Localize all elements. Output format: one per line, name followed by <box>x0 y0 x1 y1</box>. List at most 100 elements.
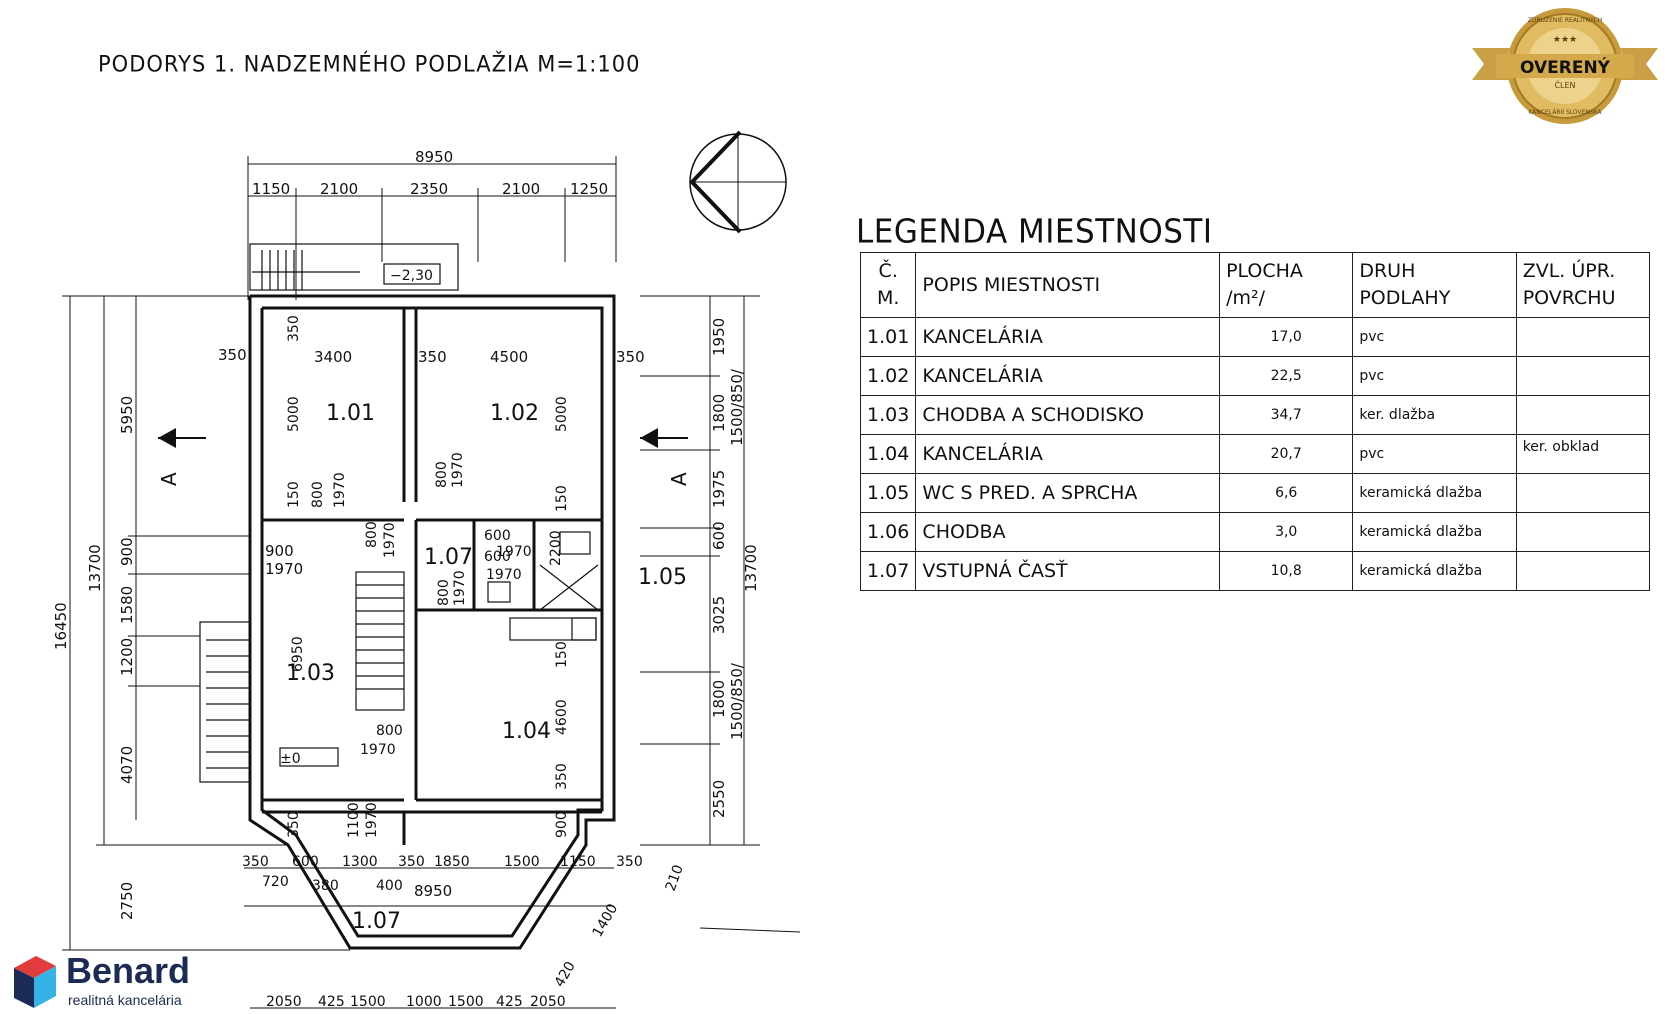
dim-inner: 4600 <box>554 699 570 735</box>
badge-main: OVERENÝ <box>1520 56 1611 78</box>
dim-top-2: 2100 <box>320 180 358 198</box>
level-top: −2,30 <box>390 268 433 284</box>
cell: KANCELÁRIA <box>915 317 1221 357</box>
dim-bottom: 210 <box>663 863 687 894</box>
room-1-04: 1.04 <box>502 719 551 744</box>
room-1-05: 1.05 <box>638 565 687 590</box>
dim-inner: 800 <box>436 579 452 606</box>
brand-tagline: realitná kancelária <box>68 992 182 1008</box>
cell <box>1515 551 1651 591</box>
benard-logo: Benard realitná kancelária <box>8 950 208 1012</box>
cell: ker. dlažba <box>1352 395 1517 435</box>
dim-right: 1800 <box>710 394 728 432</box>
cell: 1.02 <box>859 356 917 396</box>
cell: KANCELÁRIA <box>915 356 1221 396</box>
dim-right: 1975 <box>710 470 728 508</box>
cell: KANCELÁRIA <box>915 434 1221 474</box>
cell: 1.04 <box>859 434 917 474</box>
dim-inner: 900 <box>554 811 570 838</box>
cell: 17,0 <box>1219 317 1354 357</box>
dim-inner: 350 <box>286 315 302 342</box>
dim-inner: 5000 <box>554 396 570 432</box>
section-mark-left: A <box>157 472 181 486</box>
dim-inner: 150 <box>554 485 570 512</box>
dim-base: 425 <box>496 994 523 1010</box>
cell <box>1515 473 1651 513</box>
dim-bottom: 720 <box>262 874 289 890</box>
cell: 10,8 <box>1219 551 1354 591</box>
dim-inner: 6950 <box>290 636 306 672</box>
col-area: PLOCHA /m²/ <box>1219 252 1354 318</box>
dim-inner: 1970 <box>382 522 398 558</box>
dim-inner: 350 <box>286 811 302 838</box>
dim-bottom: 600 <box>292 854 319 870</box>
dim-inner: 350 <box>616 348 645 366</box>
dim-left: 900 <box>118 537 136 566</box>
dim-top-1: 1150 <box>252 180 290 198</box>
cell: 1.01 <box>859 317 917 357</box>
dim-bottom: 1500 <box>504 854 540 870</box>
dim-right: 3025 <box>710 596 728 634</box>
dim-bottom: 380 <box>312 878 339 894</box>
dim-base: 1000 <box>406 994 442 1010</box>
cell: 1.05 <box>859 473 917 513</box>
benard-cube-icon <box>14 956 56 1008</box>
dim-right: 13700 <box>742 544 760 592</box>
dim-top-5: 1250 <box>570 180 608 198</box>
plan-title: PODORYS 1. NADZEMNÉHO PODLAŽIA M=1:100 <box>98 51 641 77</box>
dim-right: 600 <box>710 521 728 550</box>
dim-inner: 800 <box>364 521 380 548</box>
dim-inner: 350 <box>554 763 570 790</box>
dim-bottom: 1150 <box>560 854 596 870</box>
dim-base: 1500 <box>350 994 386 1010</box>
room-1-03: 1.03 <box>286 661 335 686</box>
dim-inner: 4500 <box>490 348 528 366</box>
cell: CHODBA <box>915 512 1221 552</box>
dim-bottom: 400 <box>376 878 403 894</box>
cell: pvc <box>1352 317 1517 357</box>
dim-inner: 600 <box>484 549 511 565</box>
dim-bottom: 350 <box>616 854 643 870</box>
room-legend-table: Č. M. POPIS MIESTNOSTI PLOCHA /m²/ DRUH … <box>859 252 1651 591</box>
dim-top-4: 2100 <box>502 180 540 198</box>
dim-right: 1800 <box>710 680 728 718</box>
room-1-01: 1.01 <box>326 401 375 426</box>
cell <box>1515 512 1651 552</box>
dim-base: 2050 <box>530 994 566 1010</box>
dim-bottom: 8950 <box>414 882 452 900</box>
dim-right: 2550 <box>710 780 728 818</box>
dim-inner: 1970 <box>265 560 303 578</box>
dim-left: 1200 <box>118 638 136 676</box>
col-num: Č. M. <box>859 252 917 318</box>
dim-inner: 800 <box>310 481 326 508</box>
dim-inner: 350 <box>218 346 247 364</box>
dim-left: 13700 <box>86 544 104 592</box>
dim-inner: 350 <box>418 348 447 366</box>
dim-right: 1950 <box>710 318 728 356</box>
section-mark-right: A <box>667 472 691 486</box>
cell: CHODBA A SCHODISKO <box>915 395 1221 435</box>
dim-left: 2750 <box>118 882 136 920</box>
room-1-07: 1.07 <box>352 909 401 934</box>
dim-inner: 5000 <box>286 396 302 432</box>
dim-base: 425 <box>318 994 345 1010</box>
dim-inner: 600 <box>484 528 511 544</box>
dim-right: 1500/850/ <box>728 662 746 740</box>
level-floor: ±0 <box>280 751 301 767</box>
dim-left: 1580 <box>118 586 136 624</box>
cell: WC S PRED. A SPRCHA <box>915 473 1221 513</box>
dim-left: 5950 <box>118 396 136 434</box>
badge-sub: ČLEN <box>1554 79 1575 90</box>
dim-inner: 1970 <box>332 472 348 508</box>
cell: 3,0 <box>1219 512 1354 552</box>
dim-inner: 1970 <box>360 742 396 758</box>
dim-bottom: 350 <box>242 854 269 870</box>
room-1-02: 1.02 <box>490 401 539 426</box>
legend-title: LEGENDA MIESTNOSTI <box>856 213 1213 251</box>
